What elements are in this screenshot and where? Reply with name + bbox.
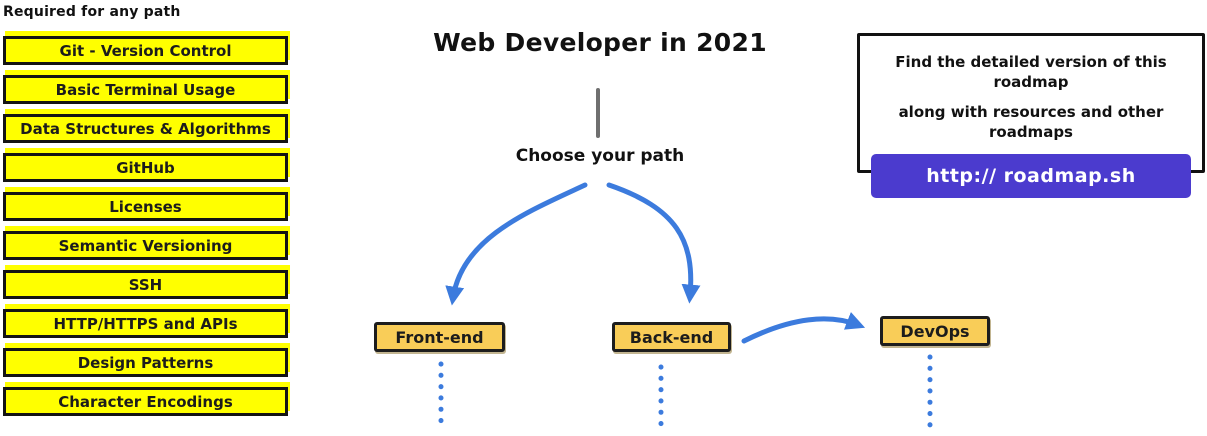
roadmap-title: Web Developer in 2021 bbox=[433, 28, 767, 57]
topic-box-licenses[interactable]: Licenses bbox=[3, 192, 288, 221]
topic-box-github[interactable]: GitHub bbox=[3, 153, 288, 182]
info-text-line-2: along with resources and other roadmaps bbox=[898, 103, 1164, 141]
required-topics-list: Git - Version Control Basic Terminal Usa… bbox=[3, 36, 288, 416]
info-text-line-1: Find the detailed version of this roadma… bbox=[895, 53, 1167, 91]
arrow-backend-to-devops bbox=[741, 311, 866, 344]
arrow-choose-to-backend bbox=[606, 182, 701, 304]
path-box-backend[interactable]: Back-end bbox=[612, 322, 731, 352]
path-box-devops[interactable]: DevOps bbox=[880, 316, 990, 346]
topic-box-data-structures-algorithms[interactable]: Data Structures & Algorithms bbox=[3, 114, 288, 143]
arrow-choose-to-frontend bbox=[445, 182, 588, 306]
required-panel-heading: Required for any path bbox=[3, 4, 181, 20]
topic-box-semantic-versioning[interactable]: Semantic Versioning bbox=[3, 231, 288, 260]
path-box-frontend[interactable]: Front-end bbox=[374, 322, 505, 352]
topic-box-basic-terminal-usage[interactable]: Basic Terminal Usage bbox=[3, 75, 288, 104]
choose-your-path-label: Choose your path bbox=[515, 146, 685, 166]
title-connector-line bbox=[596, 88, 600, 138]
topic-box-http-https-apis[interactable]: HTTP/HTTPS and APIs bbox=[3, 309, 288, 338]
topic-box-git-version-control[interactable]: Git - Version Control bbox=[3, 36, 288, 65]
roadmap-sh-link-button[interactable]: http:// roadmap.sh bbox=[871, 154, 1191, 198]
topic-box-design-patterns[interactable]: Design Patterns bbox=[3, 348, 288, 377]
topic-box-ssh[interactable]: SSH bbox=[3, 270, 288, 299]
topic-box-character-encodings[interactable]: Character Encodings bbox=[3, 387, 288, 416]
roadmap-info-card: Find the detailed version of this roadma… bbox=[857, 33, 1205, 198]
required-topics-panel: Required for any path Git - Version Cont… bbox=[2, 2, 290, 416]
